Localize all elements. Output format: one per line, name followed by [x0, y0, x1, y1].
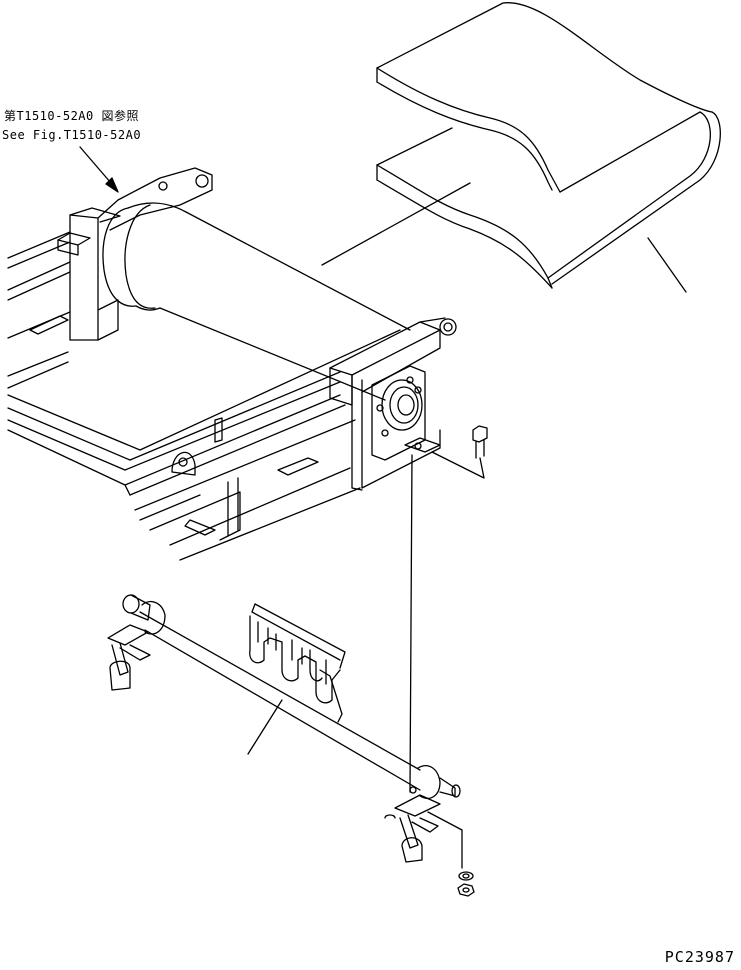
- drawing-number: PC23987: [664, 948, 735, 966]
- conveyor-belt-icon: [322, 3, 720, 292]
- mounting-line: [410, 455, 412, 792]
- bolt-icon: [432, 426, 487, 478]
- washer-icon: [459, 872, 473, 880]
- conveyor-frame-icon: [8, 168, 456, 560]
- reference-note-english: See Fig.T1510-52A0: [2, 128, 142, 142]
- nut-icon: [458, 884, 474, 896]
- reference-arrow: [80, 147, 118, 192]
- washer-leader-line: [428, 812, 462, 868]
- belt-cleaner-icon: [108, 595, 460, 862]
- reference-note-japanese: 第T1510-52A0 図参照: [4, 109, 139, 123]
